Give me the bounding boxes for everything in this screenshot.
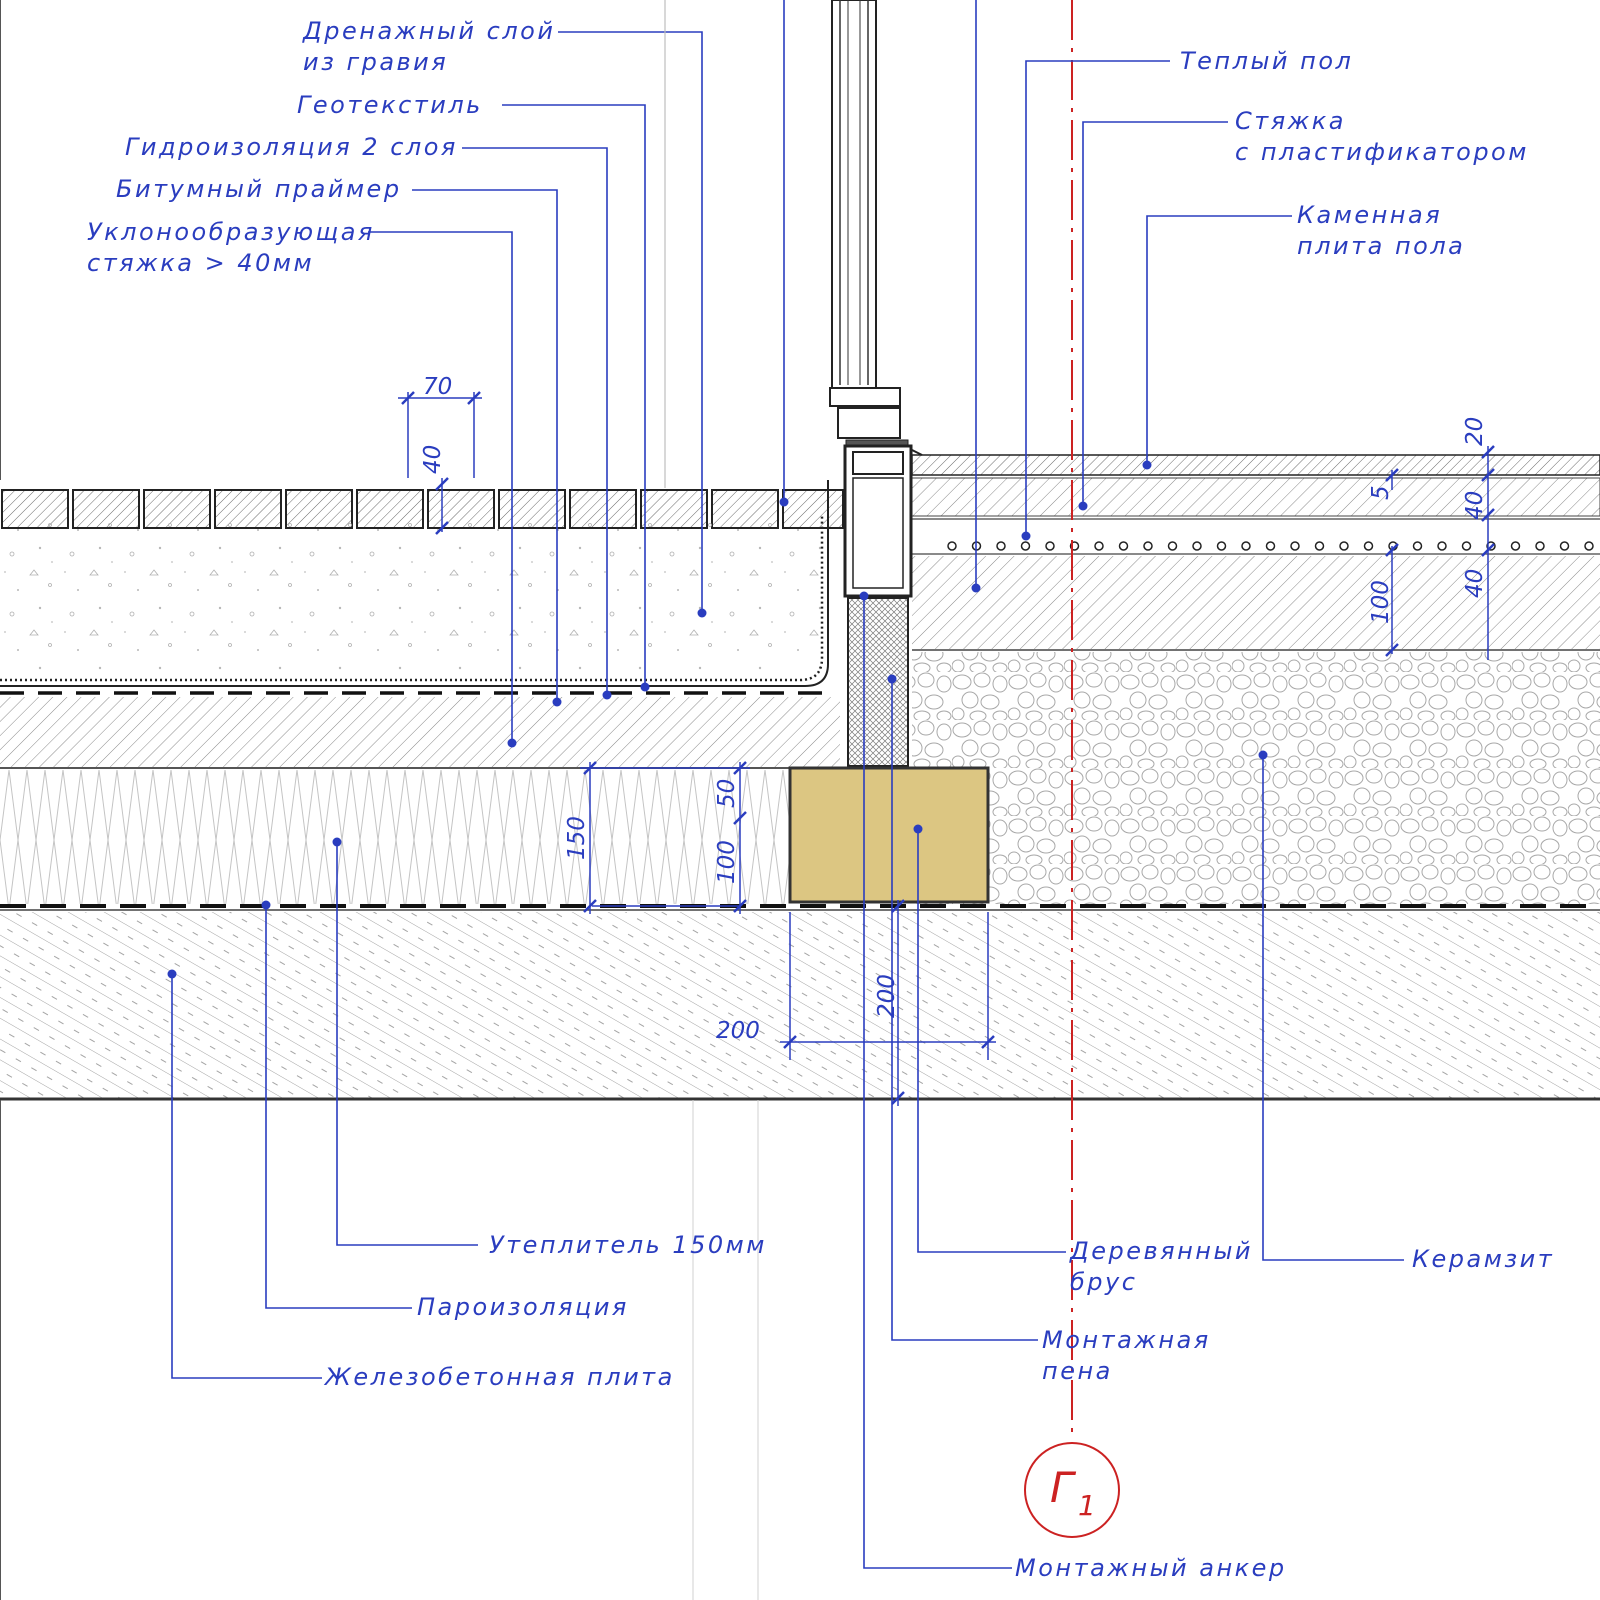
- label-foam-line1: Монтажная: [1042, 1326, 1211, 1354]
- label-slope-screed-line2: стяжка > 40мм: [87, 249, 315, 277]
- paving-tile: [356, 489, 424, 529]
- waterproofing-line: [0, 480, 829, 687]
- paving-tile: [711, 489, 779, 529]
- heating-pipe: [1437, 541, 1447, 551]
- heating-pipe: [1094, 541, 1104, 551]
- label-screed-line2: с пластификатором: [1235, 138, 1529, 166]
- geotextile-line: [0, 515, 824, 682]
- label-slope-screed-line1: Уклонообразующая: [87, 218, 375, 246]
- insulation-layer: [0, 770, 790, 904]
- plasticized-screed: [911, 477, 1600, 517]
- label-screed-line1: Стяжка: [1235, 107, 1346, 135]
- heating-pipe: [1339, 541, 1349, 551]
- heating-pipe: [1314, 541, 1325, 551]
- door-frame: [829, 0, 923, 767]
- heating-pipe: [1143, 541, 1153, 551]
- heating-pipe: [1363, 541, 1374, 551]
- leader-dots: [167, 460, 1268, 979]
- dim-150: 150: [564, 816, 590, 860]
- dim-40-b: 40: [1462, 569, 1488, 598]
- label-timber-line1: Деревянный: [1070, 1237, 1254, 1265]
- dimension-lines: [398, 392, 1489, 1106]
- label-rc-slab: Железобетонная плита: [325, 1363, 675, 1391]
- heating-pipe: [1118, 541, 1129, 551]
- dim-100-right: 100: [1368, 580, 1394, 624]
- stone-floor-slab: [911, 454, 1600, 476]
- drainage-gravel-layer: [0, 522, 828, 670]
- label-drainage-line1: Дренажный слой: [303, 17, 556, 45]
- dim-200-horizontal: 200: [716, 1018, 760, 1044]
- dim-40-a: 40: [1462, 491, 1488, 520]
- pavement-tiles: [1, 489, 844, 529]
- section-marker-index: 1: [1078, 1489, 1096, 1522]
- label-foam-line2: пена: [1042, 1357, 1113, 1385]
- outdoor-assembly: [0, 480, 844, 904]
- leader-lines: [171, 0, 1404, 1569]
- dim-50: 50: [714, 779, 740, 808]
- heating-pipe: [1584, 541, 1594, 551]
- dim-200-vertical: 200: [874, 974, 900, 1018]
- label-expanded-clay: Керамзит: [1412, 1245, 1555, 1273]
- heating-pipe: [1412, 541, 1423, 551]
- dim-70: 70: [423, 374, 452, 400]
- rc-slab: [0, 912, 1600, 1098]
- slope-screed-layer: [0, 697, 840, 767]
- expanded-clay-layer: [912, 652, 1600, 904]
- warm-floor-pipes: [947, 541, 1594, 551]
- heating-pipe: [1020, 541, 1031, 551]
- label-bitumen-primer: Битумный праймер: [116, 175, 402, 203]
- section-marker-circle: [1024, 1442, 1120, 1538]
- mounting-foam: [847, 597, 909, 767]
- dim-100-left: 100: [714, 840, 740, 884]
- paving-tile: [782, 489, 844, 529]
- heating-pipe: [1216, 541, 1227, 551]
- label-vapor-barrier: Пароизоляция: [417, 1293, 629, 1321]
- heating-pipe: [1167, 541, 1178, 551]
- label-drainage-line2: из гравия: [303, 48, 449, 76]
- heating-pipe: [947, 541, 957, 551]
- heating-pipe: [1535, 541, 1545, 551]
- label-waterproofing: Гидроизоляция 2 слоя: [125, 133, 458, 161]
- label-anchor: Монтажный анкер: [1015, 1554, 1287, 1582]
- label-stone-slab-line1: Каменная: [1297, 201, 1443, 229]
- heating-pipe: [1045, 541, 1055, 551]
- heating-pipe: [1510, 541, 1521, 551]
- section-marker-letter: Г: [1050, 1463, 1077, 1512]
- label-stone-slab-line2: плита пола: [1297, 232, 1466, 260]
- label-warm-floor: Теплый пол: [1180, 47, 1354, 75]
- indoor-assembly: [911, 454, 1600, 904]
- heating-pipe: [1192, 541, 1202, 551]
- heating-pipe: [996, 541, 1006, 551]
- heating-pipe: [1290, 541, 1300, 551]
- heating-pipe: [1461, 541, 1472, 551]
- dimension-ticks: [401, 391, 1495, 1105]
- base-screed: [912, 556, 1600, 649]
- dim-5: 5: [1368, 485, 1394, 500]
- timber-beam: [788, 766, 990, 904]
- paving-tile: [640, 489, 708, 529]
- label-geotextile: Геотекстиль: [297, 91, 483, 119]
- heating-pipe: [1559, 541, 1570, 551]
- heating-pipe: [1265, 541, 1276, 551]
- paving-tile: [498, 489, 566, 529]
- dim-20: 20: [1462, 417, 1488, 446]
- label-timber-line2: брус: [1070, 1268, 1138, 1296]
- paving-tile: [214, 489, 282, 529]
- heating-pipe: [1241, 541, 1251, 551]
- dim-40-tile: 40: [420, 445, 446, 474]
- label-insulation: Утеплитель 150мм: [489, 1231, 767, 1259]
